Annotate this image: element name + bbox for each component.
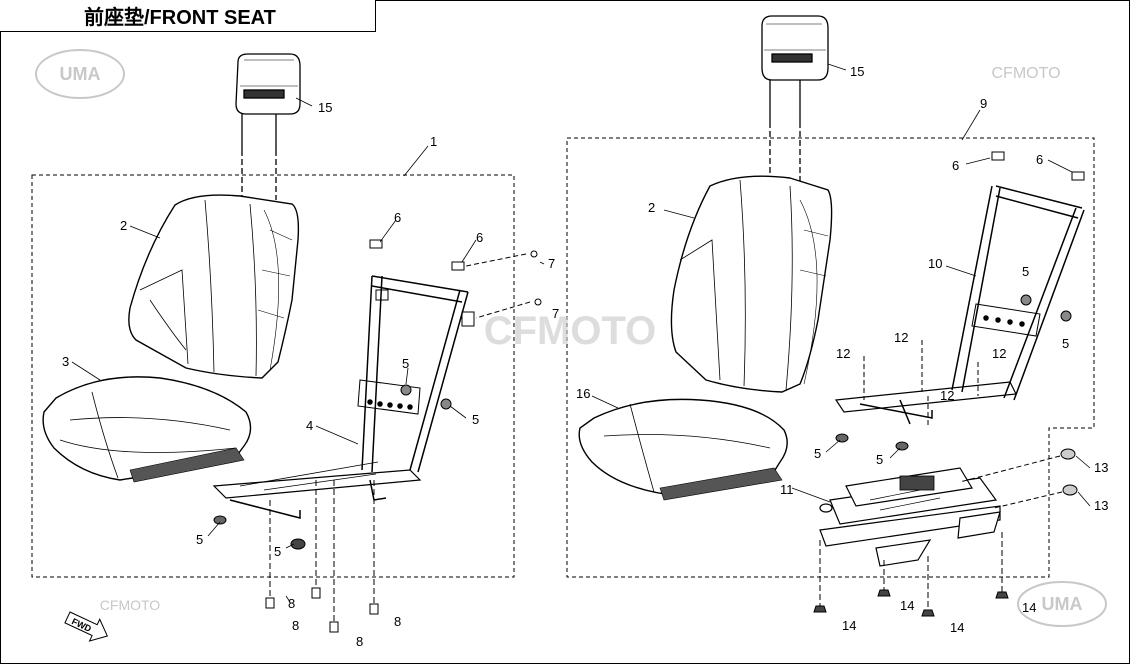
callout-8-d: 8 — [394, 614, 401, 629]
callout-5-b: 5 — [472, 412, 479, 427]
right-headrest — [761, 15, 829, 186]
left-seat-cushion — [42, 376, 252, 483]
callout-12-d: 12 — [940, 388, 954, 403]
callout-9: 9 — [980, 96, 987, 111]
callout-13-a: 13 — [1094, 460, 1108, 475]
callout-14-a: 14 — [900, 598, 914, 613]
right-seatback — [670, 175, 833, 393]
callout-5-a: 5 — [402, 356, 409, 371]
callout-14-c: 14 — [950, 620, 964, 635]
callout-15-left: 15 — [318, 100, 332, 115]
right-seat-frame — [834, 185, 1085, 425]
callout-1: 1 — [430, 134, 437, 149]
callout-7-b: 7 — [552, 306, 559, 321]
left-assembly-box — [31, 174, 515, 578]
callout-16: 16 — [576, 386, 590, 401]
callout-5-e: 5 — [1022, 264, 1029, 279]
left-seatback — [128, 194, 300, 379]
cfmoto-logo-topright: CFMOTO — [991, 65, 1060, 82]
left-bolts — [265, 480, 379, 633]
left-headrest — [235, 53, 301, 200]
callout-10: 10 — [928, 256, 942, 271]
right-fasteners — [813, 151, 1085, 617]
callout-12-a: 12 — [894, 330, 908, 345]
left-seat-frame — [212, 275, 475, 519]
page-title: 前座垫/FRONT SEAT — [84, 7, 276, 29]
callout-14-d: 14 — [1022, 600, 1036, 615]
callout-15-right: 15 — [850, 64, 864, 79]
callout-4: 4 — [306, 418, 313, 433]
callout-6-a: 6 — [394, 210, 401, 225]
uma-logo-left-text: UMA — [60, 64, 101, 84]
leader-lines — [71, 63, 1091, 603]
callout-6-b: 6 — [476, 230, 483, 245]
callout-5-c: 5 — [196, 532, 203, 547]
uma-logo-left — [35, 49, 125, 99]
callout-14-b: 14 — [842, 618, 856, 633]
left-fasteners — [213, 239, 542, 550]
callout-2-right: 2 — [648, 200, 655, 215]
seat-slider-rails — [819, 467, 1001, 567]
callout-5-f: 5 — [1062, 336, 1069, 351]
callout-13-b: 13 — [1094, 498, 1108, 513]
watermarks: UMA UMA CFMOTO CFMOTO CFMOTO FWD — [35, 49, 1107, 642]
cfmoto-logo-bottomleft: CFMOTO — [100, 597, 161, 613]
callout-12-c: 12 — [992, 346, 1006, 361]
uma-logo-right-text: UMA — [1042, 594, 1083, 614]
callout-12-b: 12 — [836, 346, 850, 361]
callout-5-d: 5 — [274, 544, 281, 559]
callout-8-a: 8 — [288, 596, 295, 611]
callout-8-c: 8 — [356, 634, 363, 649]
callout-5-g: 5 — [814, 446, 821, 461]
callout-6-d: 6 — [1036, 152, 1043, 167]
callout-6-c: 6 — [952, 158, 959, 173]
right-seat-cushion — [578, 398, 788, 501]
fwd-arrow: FWD — [64, 611, 109, 642]
right-assembly-box — [566, 137, 1095, 578]
callout-7-a: 7 — [548, 256, 555, 271]
page-title-box: 前座垫/FRONT SEAT — [0, 0, 376, 32]
callout-5-h: 5 — [876, 452, 883, 467]
callout-11: 11 — [780, 482, 794, 497]
uma-logo-right — [1017, 581, 1107, 627]
callout-2-left: 2 — [120, 218, 127, 233]
callout-8-b: 8 — [292, 618, 299, 633]
callout-3: 3 — [62, 354, 69, 369]
cfmoto-logo-center: CFMOTO — [484, 309, 657, 353]
